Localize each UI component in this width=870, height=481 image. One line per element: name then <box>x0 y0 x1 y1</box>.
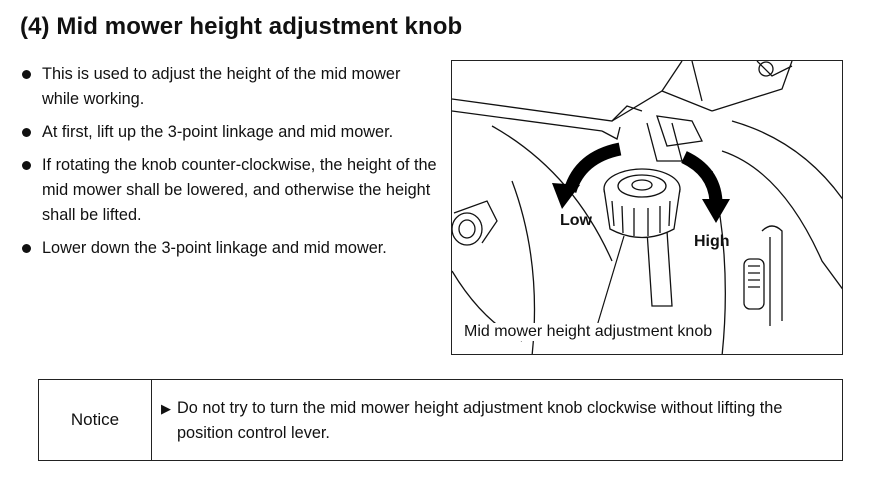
bullet-item: At first, lift up the 3-point linkage an… <box>20 120 440 145</box>
notice-box: Notice ▶ Do not try to turn the mid mowe… <box>38 379 843 461</box>
notice-heading: Notice <box>39 380 152 460</box>
high-label: High <box>694 233 730 250</box>
bullet-list: This is used to adjust the height of the… <box>20 62 440 269</box>
page-title: (4) Mid mower height adjustment knob <box>20 13 463 40</box>
bullet-item: This is used to adjust the height of the… <box>20 62 440 112</box>
notice-body: ▶ Do not try to turn the mid mower heigh… <box>152 380 842 460</box>
knob-illustration: Low High Mid mower height adjustment kno… <box>451 60 843 355</box>
bullet-item: If rotating the knob counter-clockwise, … <box>20 153 440 228</box>
knob-line-drawing <box>452 61 842 354</box>
triangle-marker-icon: ▶ <box>161 401 171 416</box>
bullet-item: Lower down the 3-point linkage and mid m… <box>20 236 440 261</box>
notice-text: Do not try to turn the mid mower height … <box>177 399 783 442</box>
figure-caption: Mid mower height adjustment knob <box>462 323 715 341</box>
low-label: Low <box>560 212 592 229</box>
